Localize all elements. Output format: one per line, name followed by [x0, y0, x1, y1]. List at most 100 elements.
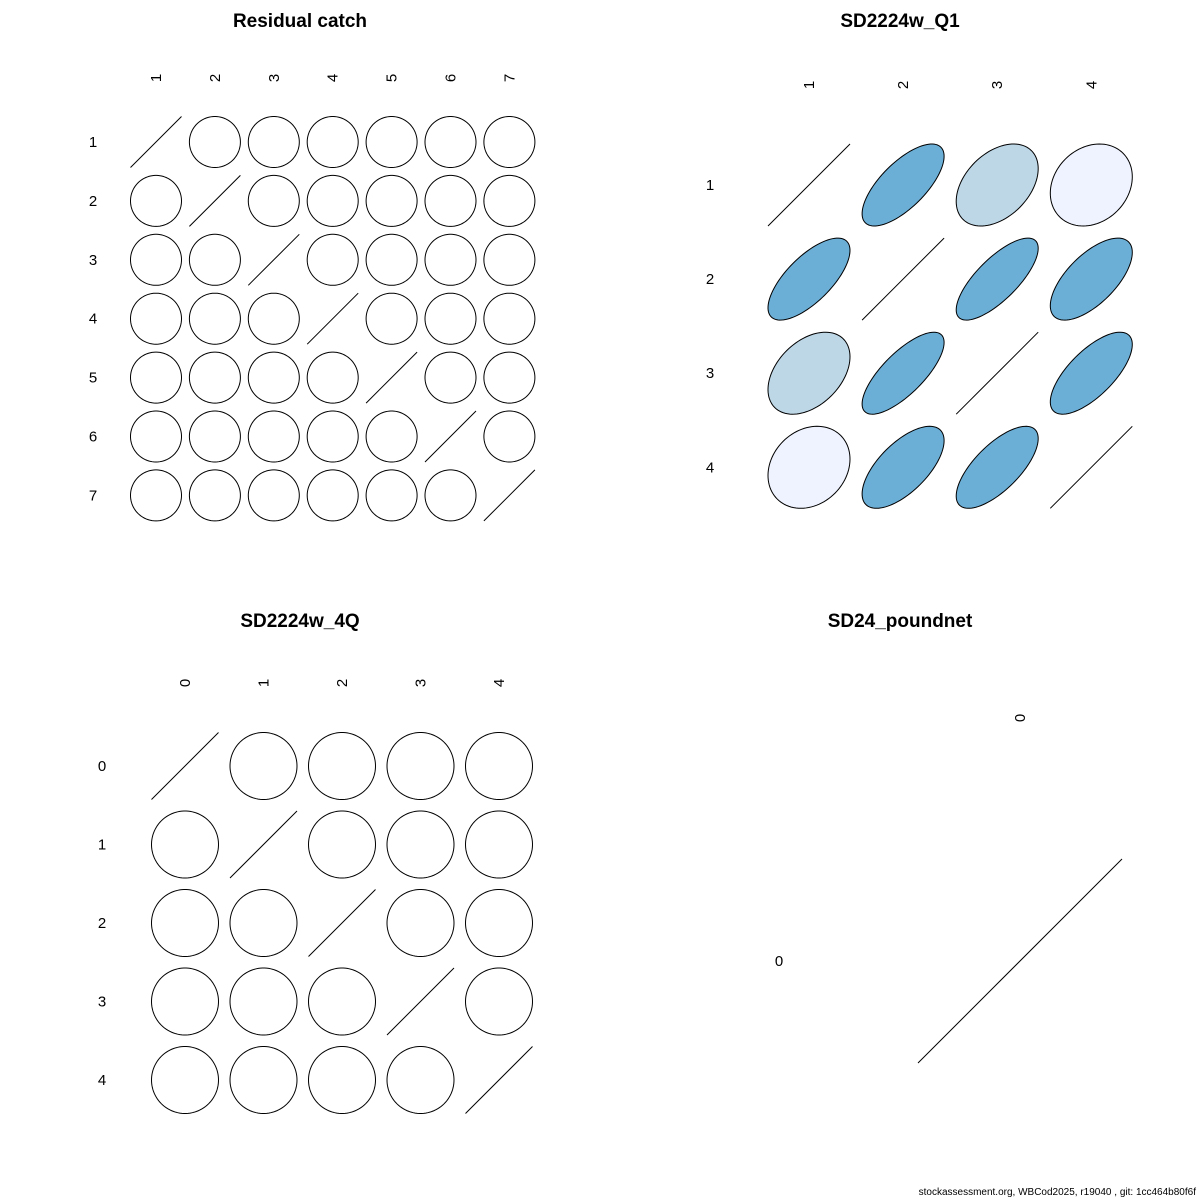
column-label: 4 — [325, 74, 342, 82]
column-label: 0 — [1012, 714, 1029, 722]
row-label: 4 — [89, 311, 97, 328]
correlation-ellipse — [1049, 331, 1133, 415]
correlation-ellipse — [247, 116, 300, 168]
correlation-ellipse — [188, 410, 241, 463]
correlation-ellipse — [424, 116, 477, 168]
diagonal-line — [306, 292, 359, 345]
correlation-ellipse — [130, 410, 182, 463]
column-label: 1 — [256, 679, 273, 687]
correlation-ellipse — [247, 351, 300, 404]
correlation-ellipse — [424, 351, 477, 404]
correlation-ellipse — [247, 469, 300, 522]
correlation-ellipse — [306, 116, 359, 168]
correlation-ellipse — [955, 237, 1039, 321]
column-label: 2 — [207, 74, 224, 82]
row-label: 0 — [98, 758, 106, 775]
correlation-ellipse — [386, 732, 455, 800]
correlation-ellipse — [247, 292, 300, 345]
correlation-ellipse — [365, 233, 418, 286]
diagonal-line — [189, 175, 241, 227]
correlation-ellipse — [465, 967, 533, 1036]
correlation-ellipse — [130, 174, 182, 227]
diagonal-line — [483, 469, 536, 522]
correlation-ellipse — [483, 292, 536, 345]
column-label: 1 — [801, 81, 818, 89]
correlation-ellipse — [365, 116, 418, 168]
correlation-ellipse — [386, 889, 455, 957]
correlation-ellipse — [308, 1046, 376, 1114]
diagonal-line — [767, 143, 851, 227]
correlation-ellipse — [151, 810, 219, 879]
column-label: 2 — [334, 679, 351, 687]
correlation-ellipse — [483, 410, 536, 463]
correlation-ellipse — [861, 425, 945, 509]
row-label: 3 — [706, 365, 714, 382]
correlation-ellipse — [188, 116, 241, 168]
correlation-ellipse — [308, 967, 376, 1036]
diagonal-line — [365, 351, 418, 404]
correlation-ellipse — [424, 233, 477, 286]
correlation-ellipse — [424, 174, 477, 227]
correlation-ellipse — [130, 351, 182, 404]
column-label: 4 — [491, 679, 508, 687]
correlation-ellipse — [465, 810, 533, 879]
correlation-ellipse — [130, 469, 182, 522]
diagonal-line — [917, 858, 1123, 1064]
correlation-ellipse — [955, 143, 1039, 227]
correlation-ellipse — [151, 889, 219, 957]
panel-title: Residual catch — [233, 11, 367, 32]
correlation-ellipse — [151, 1046, 219, 1114]
correlation-ellipse — [130, 292, 182, 345]
column-label: 3 — [989, 81, 1006, 89]
correlation-ellipse — [465, 889, 533, 957]
correlation-ellipse — [247, 410, 300, 463]
correlation-ellipse — [130, 233, 182, 286]
panel-4: SD24_poundnet 0 0 — [775, 611, 1123, 1064]
panel-title: SD24_poundnet — [828, 611, 973, 632]
row-label: 3 — [89, 252, 97, 269]
correlation-ellipse — [424, 292, 477, 345]
correlation-ellipse — [365, 469, 418, 522]
diagonal-line — [308, 889, 376, 957]
column-label: 7 — [501, 74, 518, 82]
correlation-ellipse — [188, 233, 241, 286]
diagonal-line — [386, 967, 455, 1036]
correlation-ellipse — [188, 292, 241, 345]
row-label: 0 — [775, 953, 783, 970]
correlation-ellipse — [306, 351, 359, 404]
column-label: 6 — [443, 74, 460, 82]
correlation-ellipse — [308, 810, 376, 879]
correlation-ellipse — [308, 732, 376, 800]
column-label: 5 — [384, 74, 401, 82]
row-label: 7 — [89, 487, 97, 504]
column-label: 2 — [895, 81, 912, 89]
correlation-ellipse — [151, 967, 219, 1036]
correlation-ellipse — [1049, 143, 1133, 227]
correlation-ellipse — [767, 331, 851, 415]
row-label: 2 — [98, 915, 106, 932]
correlation-ellipse — [483, 233, 536, 286]
panel-title: SD2224w_Q1 — [840, 11, 960, 32]
row-label: 1 — [98, 837, 106, 854]
correlation-ellipse — [767, 425, 851, 509]
panel-title: SD2224w_4Q — [240, 611, 359, 632]
correlation-ellipse — [767, 237, 851, 321]
correlation-ellipse — [188, 469, 241, 522]
row-label: 1 — [706, 177, 714, 194]
column-label: 3 — [266, 74, 283, 82]
correlation-ellipse — [386, 810, 455, 879]
diagonal-line — [229, 810, 298, 879]
correlation-ellipse — [188, 351, 241, 404]
column-label: 3 — [413, 679, 430, 687]
row-label: 5 — [89, 370, 97, 387]
row-label: 2 — [706, 271, 714, 288]
correlation-ellipse — [955, 425, 1039, 509]
correlation-ellipse — [306, 233, 359, 286]
correlation-ellipse — [365, 292, 418, 345]
diagonal-line — [465, 1046, 533, 1114]
correlation-ellipse — [229, 1046, 298, 1114]
